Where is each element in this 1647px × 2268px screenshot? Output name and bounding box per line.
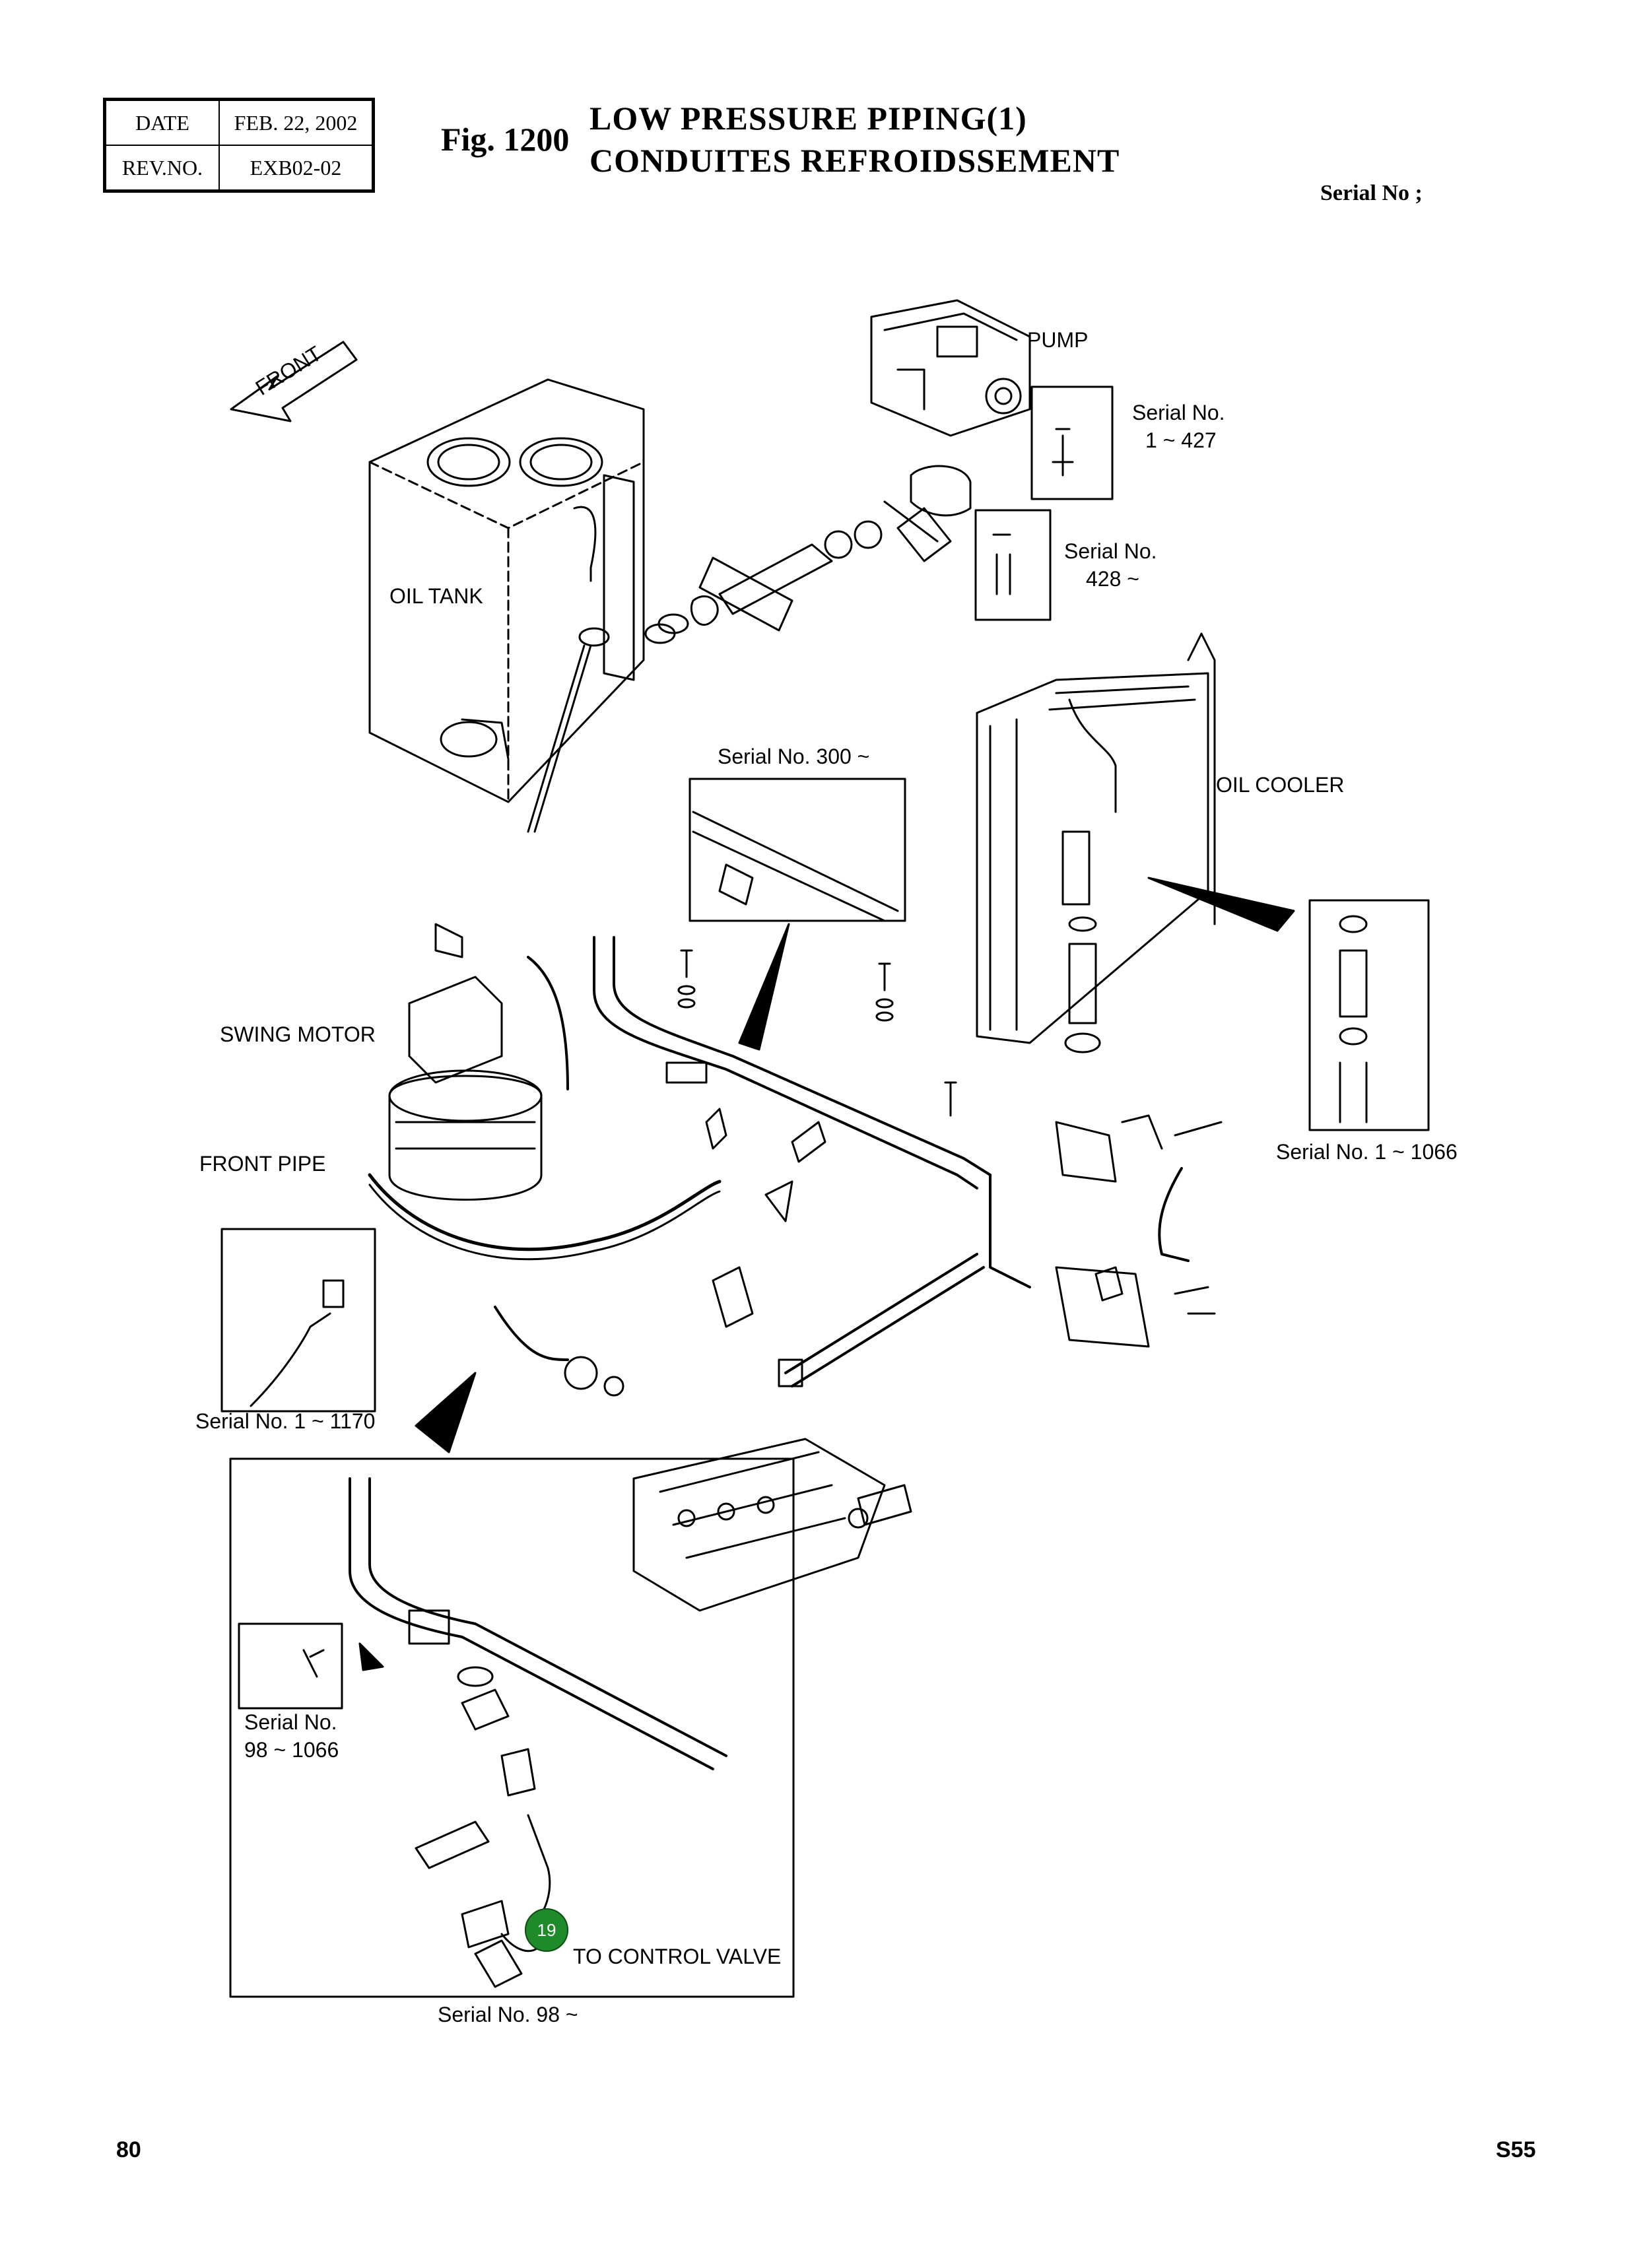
pump-serial-b-line1: Serial No. [1064,539,1157,563]
small-inset-serial-line1: Serial No. [244,1710,337,1734]
pump-serial-a-line2: 1 ~ 427 [1145,428,1217,452]
front-pipe-label: FRONT PIPE [199,1152,325,1176]
pump-serial-b-line2: 428 ~ [1086,567,1139,591]
date-value: FEB. 22, 2002 [218,98,374,146]
pump-serial-inset-b [974,509,1052,621]
oil-tank-label: OIL TANK [389,584,483,608]
to-control-valve-label: TO CONTROL VALVE [573,1945,781,1968]
oil-cooler-serial-inset [1308,899,1430,1131]
serial-300-inset [689,778,906,922]
oil-cooler-drawing [976,632,1216,1053]
callout-19-number: 19 [537,1920,556,1940]
rev-label: REV.NO. [104,145,220,192]
serial-number-heading: Serial No ; [1320,181,1423,205]
callout-19-marker[interactable] [525,1908,568,1952]
figure-title-fr: CONDUITES REFROIDSSEMENT [589,142,1120,179]
oil-cooler-label: OIL COOLER [1216,773,1344,797]
main-tube-drawing [593,936,1031,1387]
front-pipe-serial-label: Serial No. 1 ~ 1170 [195,1409,375,1433]
serial-300-label: Serial No. 300 ~ [718,745,869,768]
model-code: S55 [1496,2137,1536,2162]
control-valve-drawing [632,1438,912,1612]
bolts-and-fittings [494,949,1223,1397]
front-pipe-serial-inset [220,1228,376,1413]
dipstick-drawing [527,627,610,833]
oil-tank-drawing [368,378,645,803]
front-pipe [368,1173,722,1251]
front-label: FRONT [252,341,326,400]
bottom-inset-serial-label: Serial No. 98 ~ [438,2003,578,2026]
suction-hose-drawing [644,465,972,644]
pump-serial-inset-a [1030,385,1114,500]
serial-98-1066-inset [238,1622,343,1710]
small-inset-serial-line2: 98 ~ 1066 [244,1738,339,1762]
figure-number: Fig. 1200 [441,121,570,158]
rev-value: EXB02-02 [218,145,374,192]
swing-motor-drawing [388,923,543,1201]
pump-label: PUMP [1027,328,1088,352]
cooler-serial-label: Serial No. 1 ~ 1066 [1276,1140,1458,1164]
serial-98-inset [229,1457,795,1998]
revision-table: DATE FEB. 22, 2002 REV.NO. EXB02-02 [103,98,375,193]
figure-title-en: LOW PRESSURE PIPING(1) [589,100,1027,137]
callout-19[interactable]: 19 [525,1908,568,1952]
pump-drawing [870,299,1031,437]
front-direction-arrow [230,341,358,422]
page-number: 80 [116,2137,141,2162]
date-label: DATE [104,98,220,146]
swing-motor-label: SWING MOTOR [220,1022,376,1046]
pump-serial-a-line1: Serial No. [1132,401,1225,424]
